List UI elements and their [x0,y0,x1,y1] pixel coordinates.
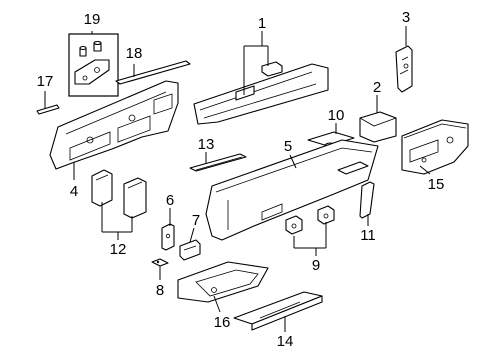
part-2-wedge [359,111,397,143]
callout-7: 7 [192,212,200,229]
callout-16: 16 [214,314,231,331]
callout-2: 2 [373,79,381,96]
part-5-rear-panel [205,139,379,241]
callout-15: 15 [428,176,445,193]
callout-10: 10 [328,107,345,124]
part-7-bracket [179,239,201,261]
callout-9: 9 [312,257,320,274]
callout-13: 13 [198,136,215,153]
callout-5: 5 [284,138,292,155]
part-11-strip [359,181,375,219]
part-4-rear-rail [49,80,179,170]
callout-12: 12 [110,241,127,258]
part-16-tire-well [177,261,269,303]
part-15-rail-extension [401,119,469,175]
callout-14: 14 [277,333,294,350]
callout-6: 6 [166,192,174,209]
part-3-bracket [395,45,413,93]
callout-labels: 19 18 17 4 1 3 2 10 13 5 15 12 6 7 8 9 1… [37,9,445,350]
callout-18: 18 [126,45,143,62]
callout-8: 8 [156,282,164,299]
callout-1: 1 [258,15,266,32]
part-19-bracket-kit [68,33,119,97]
part-8-clip [151,258,169,267]
part-12-pillars [91,169,147,219]
part-18-strip [115,60,191,85]
leader-lines [44,26,431,332]
callout-3: 3 [402,9,410,26]
part-9-brackets [285,205,335,235]
callout-11: 11 [360,227,376,244]
callout-17: 17 [37,73,54,90]
part-17-clip [36,104,60,115]
part-1-floor-pan [193,61,329,125]
part-6-bracket [161,223,175,251]
part-14-crossmember [233,291,323,331]
callout-4: 4 [70,183,78,200]
part-13-reinforcement [189,153,247,172]
callout-19: 19 [84,11,101,28]
